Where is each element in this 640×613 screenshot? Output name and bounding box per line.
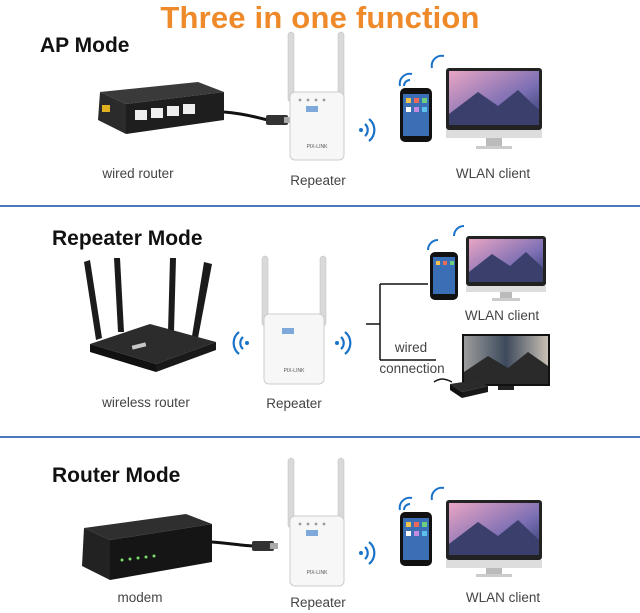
tv-icon (462, 334, 550, 390)
label-repeater-repeater: Repeater (266, 396, 322, 411)
mode-title-repeater: Repeater Mode (52, 227, 203, 250)
wifi-signal-icon (359, 541, 376, 565)
wifi-signal-icon (335, 331, 352, 355)
repeater-icon: PIX-LINK (261, 255, 327, 385)
label-wlan-client-repeater: WLAN client (464, 308, 540, 323)
label-wlan-client-router: WLAN client (465, 590, 541, 605)
phone-icon (398, 72, 432, 142)
mode-title-router: Router Mode (52, 464, 181, 487)
wifi-signal-icon (359, 118, 376, 142)
repeater-brand: PIX-LINK (284, 368, 306, 374)
label-wired-router: wired router (102, 166, 174, 181)
repeater-brand: PIX-LINK (307, 144, 329, 150)
mode-title-ap: AP Mode (40, 34, 130, 57)
monitor-icon (430, 486, 542, 577)
wireless-router-icon (84, 258, 216, 372)
connection-lines (366, 283, 436, 361)
modem-icon (82, 514, 278, 580)
monitor-icon (430, 54, 542, 149)
label-connection: connection (379, 361, 445, 376)
label-repeater-router: Repeater (290, 595, 346, 610)
repeater-icon: PIX-LINK (287, 31, 345, 161)
section-divider (0, 436, 640, 438)
label-modem: modem (117, 590, 163, 605)
label-wireless-router: wireless router (102, 395, 190, 410)
label-wired: wired (394, 340, 428, 355)
monitor-icon (453, 225, 546, 301)
wifi-signal-icon (232, 331, 249, 355)
page-title: Three in one function (160, 0, 480, 35)
repeater-icon: PIX-LINK (287, 457, 345, 587)
tv-box-icon (433, 378, 488, 398)
label-wlan-client-ap: WLAN client (455, 166, 531, 181)
section-divider (0, 205, 640, 207)
repeater-brand: PIX-LINK (307, 570, 329, 576)
phone-icon (398, 496, 432, 566)
label-repeater-ap: Repeater (290, 173, 346, 188)
wired-router-icon (98, 82, 292, 134)
phone-icon (427, 239, 458, 300)
